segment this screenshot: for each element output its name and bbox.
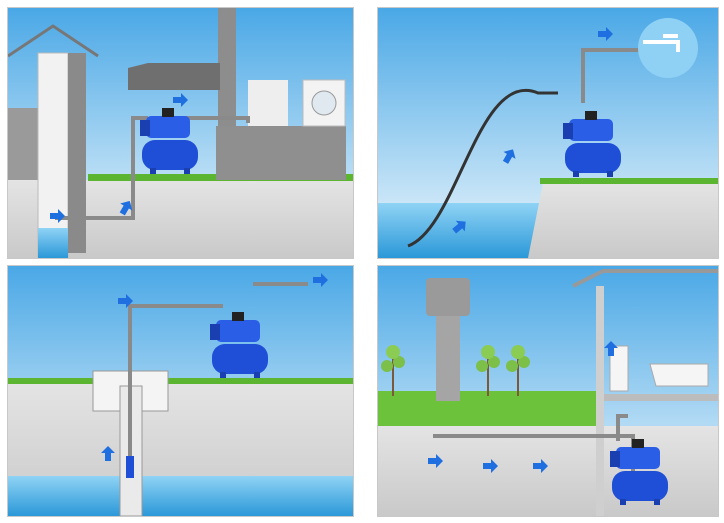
house-icon	[572, 269, 718, 516]
lawn	[378, 391, 598, 431]
ground	[378, 426, 718, 516]
panel-borehole	[7, 265, 354, 517]
grass	[540, 178, 718, 184]
panel-water-tower	[377, 265, 719, 517]
well-icon	[8, 24, 99, 258]
pipe	[55, 116, 250, 220]
sink-icon	[609, 345, 629, 392]
panel-pond-intake	[377, 7, 719, 259]
pipe	[581, 48, 653, 103]
washing-machine-icon	[311, 90, 337, 116]
panel-well-house	[7, 7, 354, 259]
house-icon	[128, 8, 346, 180]
bathtub-icon	[649, 363, 709, 387]
water-tower-icon	[426, 278, 470, 401]
aquifer	[8, 476, 353, 516]
grass	[8, 378, 353, 384]
shore	[528, 183, 718, 258]
faucet-icon	[638, 18, 698, 78]
pipe	[128, 282, 308, 456]
suction-hose	[407, 88, 558, 248]
